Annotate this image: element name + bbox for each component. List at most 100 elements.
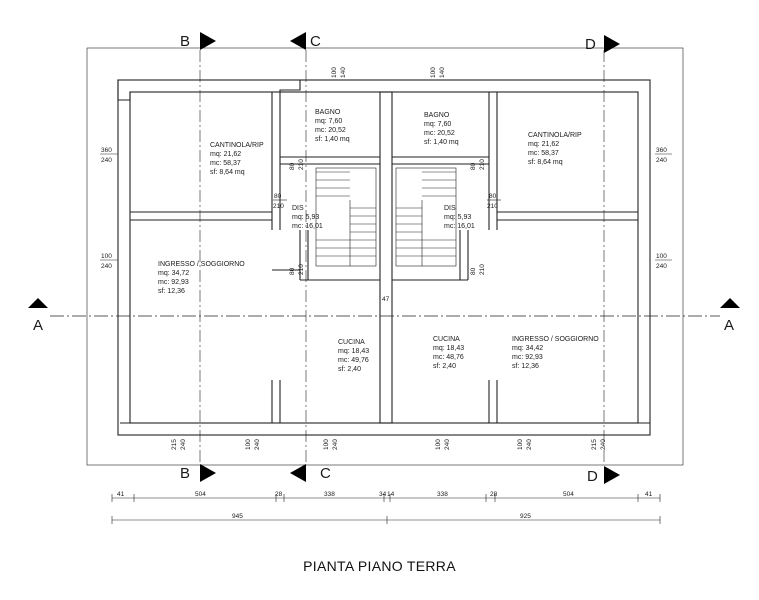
dimension-value: 28 [490,491,498,498]
room-bagno-right: BAGNO mq: 7,60 mc: 20,52 sf: 1,40 mq [424,112,459,146]
exterior-wall [117,79,651,436]
staircase-left [315,167,377,267]
opening-annotation: 80 210 [273,193,287,210]
room-cantinola-right: CANTINOLA/RIP mq: 21,62 mc: 58,37 sf: 8,… [528,132,582,166]
room-volume: mc: 16,01 [444,223,475,230]
room-area: mq: 21,62 [210,151,241,158]
room-bagno-left: BAGNO mq: 7,60 mc: 20,52 sf: 1,40 mq [315,109,350,143]
room-name: DIS [444,205,456,212]
section-label: D [587,468,598,485]
section-arrow-icon [290,32,306,50]
opening-annotation: 215 240 [591,439,607,450]
svg-text:80: 80 [470,162,477,170]
section-label: A [724,317,734,334]
svg-text:100: 100 [517,439,524,450]
room-volume: mc: 92,93 [158,279,189,286]
room-window-area: sf: 1,40 mq [315,136,350,143]
room-cucina-left: CUCINA mq: 18,43 mc: 49,76 sf: 2,40 [338,339,369,373]
room-ingresso-right: INGRESSO / SOGGIORNO mq: 34,42 mc: 92,93… [512,336,599,370]
room-dis-right: DIS mq: 5,93 mc: 16,01 [444,205,475,230]
staircase-right [395,167,457,267]
svg-text:240: 240 [600,439,607,450]
room-cantinola-left: CANTINOLA/RIP mq: 21,62 mc: 58,37 sf: 8,… [210,142,264,176]
svg-text:240: 240 [526,439,533,450]
svg-text:100: 100 [435,439,442,450]
room-name: INGRESSO / SOGGIORNO [512,336,599,343]
interior-wall-face [129,91,639,424]
svg-text:210: 210 [298,264,305,275]
room-window-area: sf: 2,40 [338,366,361,373]
room-area: mq: 34,72 [158,270,189,277]
room-name: CUCINA [338,339,365,346]
room-volume: mc: 16,01 [292,223,323,230]
room-area: mq: 5,93 [292,214,319,221]
svg-text:80: 80 [470,267,477,275]
dimension-value: 945 [232,513,243,520]
dimension-value: 14 [387,491,395,498]
svg-text:240: 240 [332,439,339,450]
room-volume: mc: 58,37 [210,160,241,167]
room-area: mq: 18,43 [338,348,369,355]
svg-text:100: 100 [323,439,330,450]
section-arrow-icon [290,464,306,482]
wall-thickness-label: 47 [382,296,390,303]
svg-text:215: 215 [591,439,598,450]
room-area: mq: 7,60 [424,121,451,128]
dimension-chain-partial: 41 504 28 338 34 14 338 28 504 41 [111,491,661,502]
drawing-title: PIANTA PIANO TERRA [303,558,456,574]
svg-text:80: 80 [289,162,296,170]
dimension-chain-total: 945 925 [111,513,661,524]
opening-annotation: 215 240 [171,439,187,450]
opening-annotation: 360 240 [655,147,672,164]
svg-text:240: 240 [101,157,112,164]
room-window-area: sf: 12,36 [512,363,539,370]
room-name: CUCINA [433,336,460,343]
room-window-area: sf: 1,40 mq [424,139,459,146]
party-wall [379,91,393,424]
dimension-value: 28 [275,491,283,498]
opening-annotation: 100 240 [435,439,451,450]
room-area: mq: 21,62 [528,141,559,148]
opening-annotation: 360 240 [100,147,118,164]
wall-segment [117,79,301,101]
opening-annotation: 100 240 [517,439,533,450]
opening-annotation: 100 240 [100,253,118,270]
opening-annotation: 100 240 [655,253,672,270]
dimension-value: 925 [520,513,531,520]
section-arrow-icon [28,298,48,308]
dimension-value: 504 [563,491,574,498]
opening-annotation: 100 240 [323,439,339,450]
room-area: mq: 5,93 [444,214,471,221]
svg-text:215: 215 [171,439,178,450]
svg-text:210: 210 [479,264,486,275]
section-arrow-icon [604,466,620,484]
room-name: BAGNO [424,112,450,119]
svg-text:240: 240 [180,439,187,450]
svg-text:240: 240 [254,439,261,450]
svg-text:360: 360 [101,147,112,154]
svg-text:240: 240 [101,263,112,270]
svg-text:140: 140 [439,67,446,78]
svg-text:100: 100 [656,253,667,260]
room-window-area: sf: 8,64 mq [528,159,563,166]
svg-text:140: 140 [340,67,347,78]
room-window-area: sf: 8,64 mq [210,169,245,176]
room-area: mq: 18,43 [433,345,464,352]
section-label: C [310,33,321,50]
opening-annotation: 80 210 [289,264,305,275]
room-name: CANTINOLA/RIP [528,132,582,139]
room-dis-left: DIS mq: 5,93 mc: 16,01 [292,205,323,230]
section-label: B [180,465,190,482]
opening-annotation: 80 210 [470,159,486,170]
dimension-value: 504 [195,491,206,498]
opening-annotation: 100 140 [331,67,347,78]
room-volume: mc: 20,52 [424,130,455,137]
section-label: A [33,317,43,334]
section-arrow-icon [604,35,620,53]
room-volume: mc: 20,52 [315,127,346,134]
svg-text:210: 210 [273,203,284,210]
opening-annotation: 80 210 [470,264,486,275]
svg-text:100: 100 [245,439,252,450]
svg-text:100: 100 [101,253,112,260]
